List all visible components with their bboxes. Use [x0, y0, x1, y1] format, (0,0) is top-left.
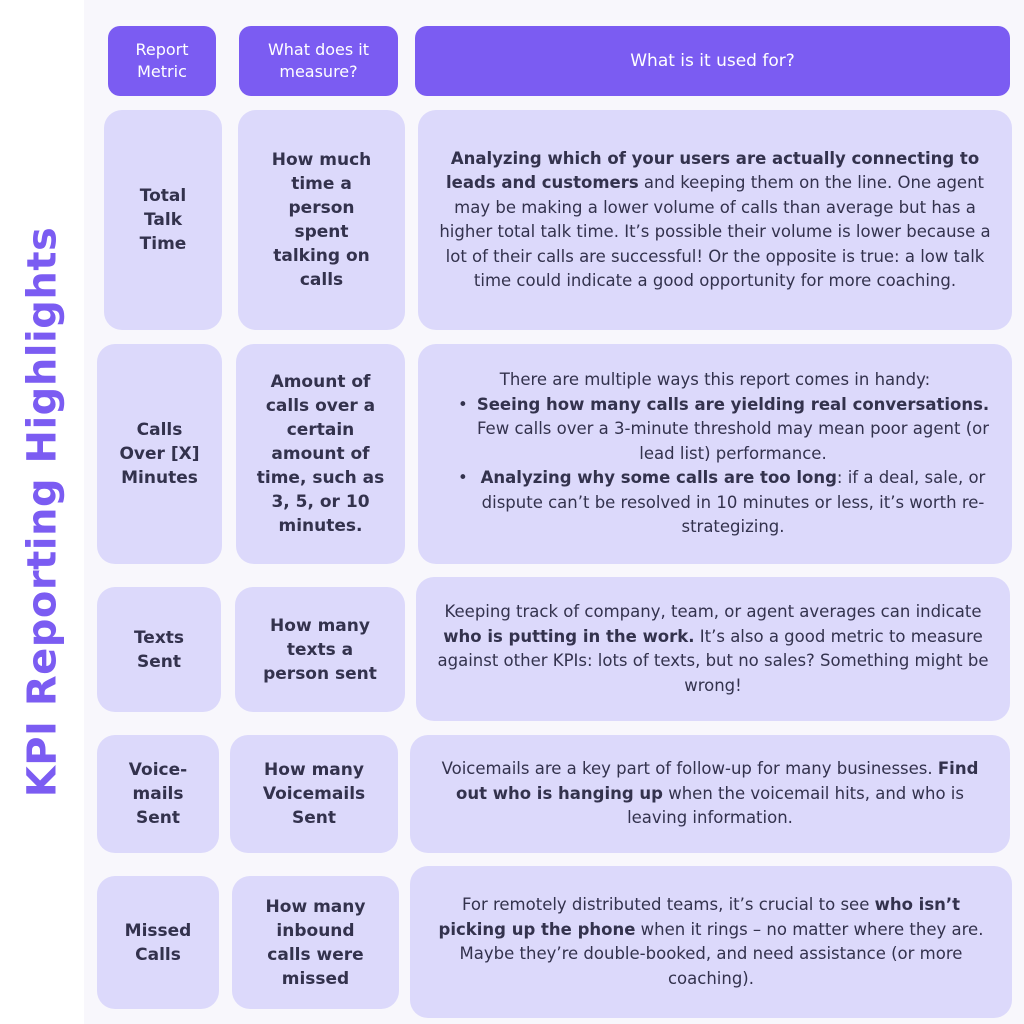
usage-bold: Find out who is hanging up	[456, 759, 979, 803]
usage-rest: and keeping them on the line. One agent …	[439, 173, 991, 290]
row-missed-calls-usage: For remotely distributed teams, it’s cru…	[410, 866, 1012, 1018]
usage-post: It’s also a good metric to measure again…	[437, 626, 989, 695]
metric-label: Total Talk Time	[139, 186, 187, 254]
usage-pre: Voicemails are a key part of follow-up f…	[441, 759, 938, 779]
row-calls-over-metric: Calls Over [X] Minutes	[97, 344, 222, 564]
row-voicemails-sent-usage: Voicemails are a key part of follow-up f…	[410, 735, 1010, 853]
metric-label: Texts Sent	[133, 627, 185, 672]
usage-bullet: Analyzing why some calls are too long: i…	[438, 466, 992, 540]
header-what-measure: What does it measure?	[239, 26, 398, 96]
usage-pre: For remotely distributed teams, it’s cru…	[461, 895, 875, 914]
row-total-talk-time-usage: Analyzing which of your users are actual…	[418, 110, 1012, 330]
row-calls-over-usage: There are multiple ways this report come…	[418, 344, 1012, 564]
row-voicemails-sent-metric: Voice-mails Sent	[97, 735, 219, 853]
usage-post: when the voicemail hits, and who is leav…	[627, 783, 964, 828]
header-what-used-for: What is it used for?	[415, 26, 1010, 96]
left-strip	[0, 0, 84, 1024]
usage-bullet-list: Seeing how many calls are yielding real …	[438, 393, 992, 540]
usage-post: when it rings – no matter where they are…	[459, 919, 984, 988]
bullet-bold: Seeing how many calls are yielding real …	[476, 394, 990, 414]
header-what-measure-label: What does it measure?	[267, 40, 370, 81]
measure-label: How many Voicemails Sent	[262, 760, 366, 828]
usage-bold: who is putting in the work.	[443, 626, 695, 646]
row-missed-calls-measure: How many inbound calls were missed	[232, 876, 399, 1009]
metric-label: Voice-mails Sent	[128, 760, 188, 828]
row-total-talk-time-measure: How much time a person spent talking on …	[238, 110, 405, 330]
bullet-bold: Analyzing why some calls are too long	[480, 468, 837, 488]
usage-bold: Analyzing which of your users are actual…	[445, 148, 980, 193]
bullet-text: Few calls over a 3-minute threshold may …	[476, 419, 990, 463]
row-calls-over-measure: Amount of calls over a certain amount of…	[236, 344, 405, 564]
measure-label: How many inbound calls were missed	[265, 896, 366, 989]
measure-label: How many texts a person sent	[263, 615, 377, 684]
header-report-metric: Report Metric	[108, 26, 216, 96]
row-voicemails-sent-measure: How many Voicemails Sent	[230, 735, 398, 853]
usage-intro: There are multiple ways this report come…	[499, 370, 931, 390]
usage-pre: Keeping track of company, team, or agent…	[444, 602, 982, 621]
measure-label: Amount of calls over a certain amount of…	[256, 372, 385, 536]
usage-bold: who isn’t picking up the phone	[438, 895, 961, 939]
metric-label: Calls Over [X] Minutes	[119, 420, 200, 488]
header-report-metric-label: Report Metric	[135, 40, 189, 81]
usage-text: For remotely distributed teams, it’s cru…	[430, 893, 992, 991]
usage-text: Analyzing which of your users are actual…	[438, 147, 992, 294]
metric-label: Missed Calls	[124, 920, 192, 965]
side-title-container: KPI Reporting Highlights	[0, 0, 84, 1024]
row-texts-sent-usage: Keeping track of company, team, or agent…	[416, 577, 1010, 721]
row-texts-sent-measure: How many texts a person sent	[235, 587, 405, 712]
row-total-talk-time-metric: Total Talk Time	[104, 110, 222, 330]
header-what-used-for-label: What is it used for?	[630, 51, 795, 71]
row-missed-calls-metric: Missed Calls	[97, 876, 219, 1009]
usage-text: Keeping track of company, team, or agent…	[436, 600, 990, 698]
measure-label: How much time a person spent talking on …	[271, 150, 372, 290]
usage-text: Voicemails are a key part of follow-up f…	[430, 757, 990, 831]
side-title: KPI Reporting Highlights	[19, 226, 66, 798]
bullet-text: : if a deal, sale, or dispute can’t be r…	[481, 468, 986, 537]
row-texts-sent-metric: Texts Sent	[97, 587, 221, 712]
usage-bullet: Seeing how many calls are yielding real …	[438, 393, 992, 467]
